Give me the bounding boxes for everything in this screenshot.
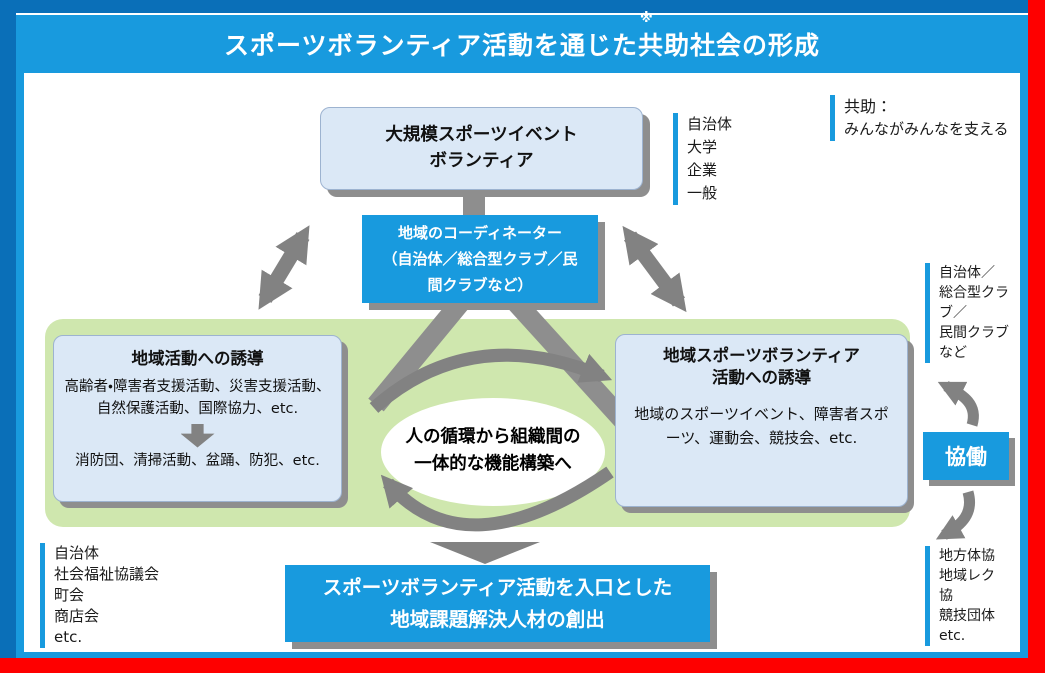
triangle-arrow-down <box>430 542 540 564</box>
double-arrow-left <box>258 225 310 310</box>
local-sports-title: 地域スポーツボランティア 活動への誘導 <box>663 346 860 388</box>
kyodo-label-box: 協働 <box>923 432 1009 480</box>
kyojo-definition: 共助： みんながみんなを支える <box>830 95 1009 141</box>
local-sports-box: 地域スポーツボランティア 活動への誘導 地域のスポーツイベント、障害者スポーツ、… <box>615 334 908 507</box>
footnote-asterisk: ※ <box>639 11 654 26</box>
kyodo-arrow-up <box>937 381 979 427</box>
community-activities-body-top: 高齢者・障害者支援活動、災害支援活動、自然保護活動、国際協力、etc. <box>64 379 331 417</box>
kyodo-arrow-down <box>935 490 975 540</box>
diagram-canvas: 大規模スポーツイベント ボランティア 自治体 大学 企業 一般 共助： みんなが… <box>24 73 1020 652</box>
community-organizations-list: 自治体 社会福祉協議会 町会 商店会 etc. <box>40 543 159 648</box>
page-title: スポーツボランティア活動を通じた※ 共助社会の形成 <box>16 11 1028 73</box>
red-border-right <box>1028 0 1045 673</box>
club-operators-list: 自治体／ 総合型クラ ブ／ 民間クラブ など <box>925 263 1017 363</box>
title-prefix: スポーツボランティア活動を通じた <box>223 31 638 60</box>
kyodo-label: 協働 <box>945 445 987 469</box>
title-marked-text: 共助 <box>637 31 690 60</box>
community-activities-title: 地域活動への誘導 <box>131 349 264 368</box>
large-event-volunteer-box: 大規模スポーツイベント ボランティア <box>320 107 643 190</box>
sports-organizations-list: 地方体協 地域レク 協 競技団体 etc. <box>925 546 1017 646</box>
red-border-bottom <box>0 658 1045 673</box>
community-activities-body-bottom: 消防団、清掃活動、盆踊、防犯、etc. <box>75 452 320 469</box>
stakeholders-list: 自治体 大学 企業 一般 <box>673 113 732 205</box>
double-arrow-right <box>622 225 687 313</box>
kyojo-heading: 共助： <box>844 97 893 116</box>
local-sports-body: 地域のスポーツイベント、障害者スポーツ、運動会、競技会、etc. <box>634 404 889 447</box>
community-activities-box: 地域活動への誘導 高齢者・障害者支援活動、災害支援活動、自然保護活動、国際協力、… <box>53 335 342 502</box>
title-suffix: 社会の形成 <box>690 31 821 60</box>
title-marked: ※ 共助 <box>637 11 690 62</box>
down-block-arrow-icon <box>180 423 215 448</box>
slide-frame: スポーツボランティア活動を通じた※ 共助社会の形成 <box>16 11 1028 658</box>
coordinator-box: 地域のコーディネーター （自治体／総合型クラブ／民 間クラブなど） <box>362 215 598 303</box>
outcome-box: スポーツボランティア活動を入口とした 地域課題解決人材の創出 <box>285 565 710 642</box>
kyojo-body: みんながみんなを支える <box>844 120 1009 138</box>
cycle-caption: 人の循環から組織間の 一体的な機能構築へ <box>405 427 581 474</box>
